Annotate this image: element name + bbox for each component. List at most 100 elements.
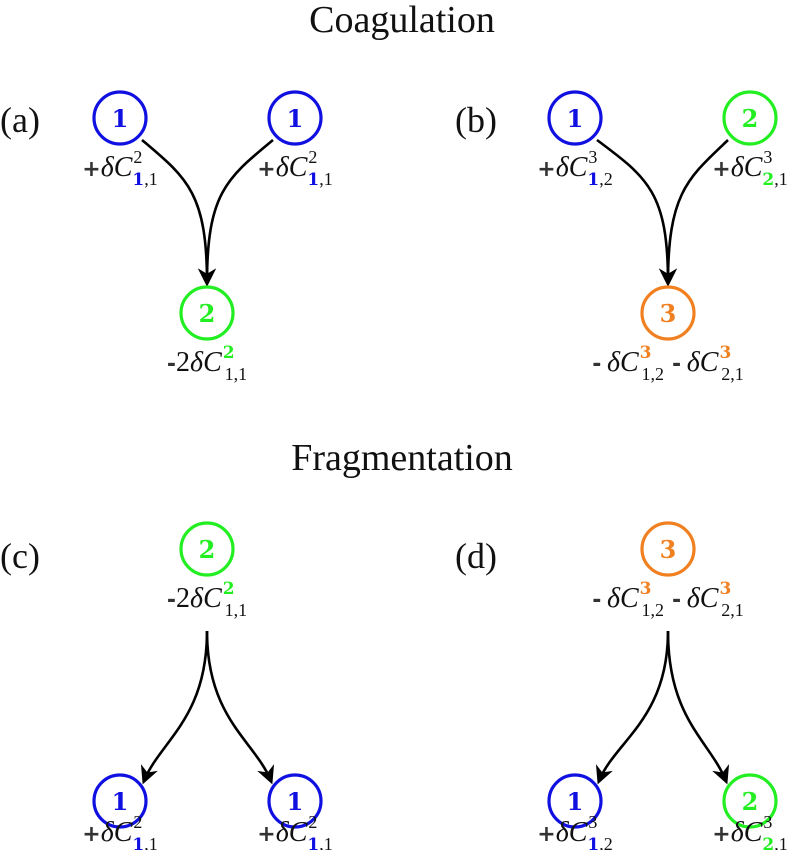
node-c-product-2: 1 <box>267 773 323 829</box>
arrows-layer <box>140 138 730 785</box>
term-delta-c: δC <box>190 583 222 614</box>
term-subscript: 2,1 <box>762 169 787 190</box>
cluster-size-label: 3 <box>660 299 677 328</box>
term-sign: - <box>592 352 601 377</box>
panel-label-c: (c) <box>0 536 40 576</box>
arrow-d-left <box>595 630 670 785</box>
term-superscript: 2 <box>133 812 142 832</box>
cluster-size-label: 2 <box>199 299 216 328</box>
cluster-size-label: 1 <box>567 104 584 133</box>
panel-label-b: (b) <box>455 100 497 140</box>
term-superscript: 3 <box>588 147 597 167</box>
term-superscript: 3 <box>719 579 731 599</box>
cluster-size-label: 3 <box>660 535 677 564</box>
cluster-circle <box>92 90 148 146</box>
term-superscript: 3 <box>640 343 652 363</box>
term-c-product-1: +δC2 1,1 <box>82 812 157 850</box>
panel-label-d: (d) <box>455 536 497 576</box>
term-sign: + <box>712 157 730 182</box>
term-subscript: 1,1 <box>307 169 332 190</box>
term-superscript: 2 <box>308 147 317 167</box>
term-subscript: 1,1 <box>132 834 157 850</box>
term-subscript: 1,2 <box>642 600 665 620</box>
arrow-a-left <box>141 139 217 287</box>
term-sign: + <box>712 822 730 847</box>
term-subscript: 1,2 <box>587 834 612 850</box>
term-sign: - <box>592 588 601 613</box>
term-superscript: 2 <box>308 812 317 832</box>
term-subscript: 1,1 <box>132 169 157 190</box>
fragmentation-title: Fragmentation <box>291 437 513 479</box>
cluster-size-label: 1 <box>112 104 129 133</box>
term-subscript: 1,1 <box>225 364 248 384</box>
term-delta-c: δC <box>556 152 588 183</box>
cluster-circle <box>722 773 778 829</box>
term-subscript: 1,1 <box>307 834 332 850</box>
cluster-circle <box>267 773 323 829</box>
term-delta-c: δC <box>276 817 308 848</box>
cluster-circle <box>179 285 235 341</box>
term-sign: + <box>537 157 555 182</box>
cluster-circle <box>92 773 148 829</box>
term-delta-c: δC <box>556 817 588 848</box>
arrow-b-right <box>658 139 729 287</box>
cluster-size-label: 1 <box>287 787 304 816</box>
cluster-circle <box>722 90 778 146</box>
term-superscript: 3 <box>588 812 597 832</box>
term-subscript: 2,1 <box>762 834 787 850</box>
term-sign: + <box>82 822 100 847</box>
cluster-circle <box>640 285 696 341</box>
term-delta-c: δC <box>731 152 763 183</box>
term-subscript: 1,2 <box>587 169 612 190</box>
arrow-c-right <box>205 630 275 785</box>
term-superscript: 2 <box>133 147 142 167</box>
term-delta-c: δC <box>731 817 763 848</box>
cluster-size-label: 1 <box>112 787 129 816</box>
term-text: +δC3 2,1 <box>712 812 787 850</box>
term-superscript: 2 <box>223 579 235 599</box>
node-a-input-1: 1 <box>92 90 148 146</box>
term-subscript: 1,1 <box>225 600 248 620</box>
term-text: +δC2 1,1 <box>82 812 157 850</box>
term-c-product-2: +δC2 1,1 <box>257 812 332 850</box>
term-sign: + <box>257 822 275 847</box>
node-c-source: 2 <box>179 521 235 577</box>
node-d-product-2: 2 <box>722 773 778 829</box>
arrow-d-right <box>666 630 730 785</box>
term-sign: - <box>672 352 681 377</box>
cluster-size-label: 1 <box>567 787 584 816</box>
term-sign: + <box>537 822 555 847</box>
term-subscript: 2,1 <box>721 600 744 620</box>
term-superscript: 3 <box>763 812 772 832</box>
cluster-circle <box>547 773 603 829</box>
term-delta-c: δC <box>101 817 133 848</box>
term-coefficient: 2 <box>176 583 190 614</box>
term-delta-c: δC <box>687 583 719 614</box>
term-superscript: 3 <box>719 343 731 363</box>
term-sign: + <box>82 157 100 182</box>
cluster-circle <box>267 90 323 146</box>
term-d-product-1: +δC3 1,2 <box>537 812 612 850</box>
node-b-input-1: 1 <box>547 90 603 146</box>
term-superscript: 3 <box>763 147 772 167</box>
node-a-input-2: 1 <box>267 90 323 146</box>
